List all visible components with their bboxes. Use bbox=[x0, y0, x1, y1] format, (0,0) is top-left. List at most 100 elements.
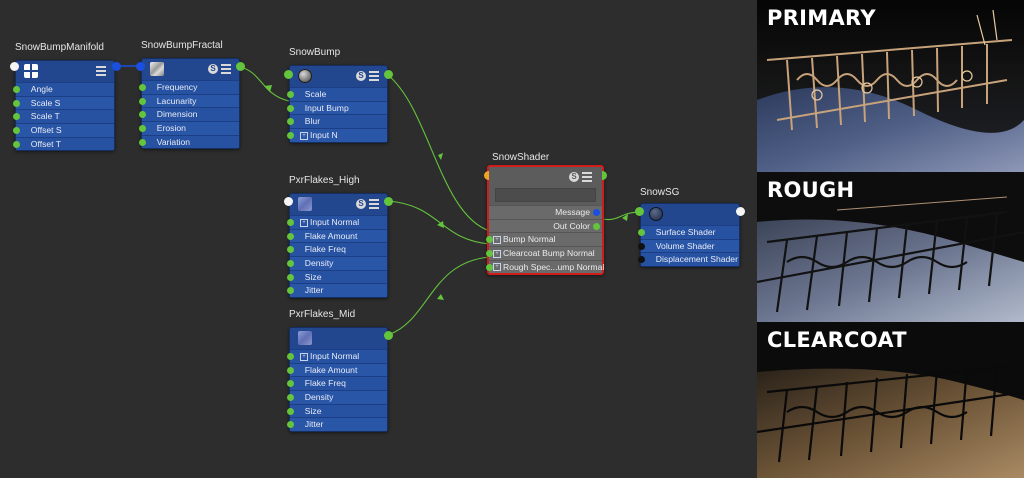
attr-row[interactable]: Flake Amount bbox=[287, 362, 387, 377]
attr-port[interactable] bbox=[287, 407, 294, 415]
attr-row[interactable]: +Clearcoat Bump Normal bbox=[486, 246, 602, 260]
node-snow-sg[interactable]: SnowSG Surface Shader Volume Shader Disp… bbox=[635, 187, 745, 268]
attr-row[interactable]: Size bbox=[287, 269, 387, 284]
attr-port[interactable] bbox=[287, 91, 294, 98]
attr-row[interactable]: Input Bump bbox=[287, 100, 387, 115]
attr-port[interactable] bbox=[287, 260, 294, 268]
input-port[interactable] bbox=[10, 62, 19, 71]
attr-port[interactable] bbox=[486, 263, 493, 271]
attr-row[interactable]: +Input N bbox=[287, 128, 387, 142]
list-icon[interactable] bbox=[221, 64, 231, 74]
list-icon[interactable] bbox=[369, 199, 379, 209]
attr-row[interactable]: Erosion bbox=[139, 121, 239, 135]
attr-row[interactable]: Size bbox=[287, 403, 387, 418]
attr-port[interactable] bbox=[287, 118, 294, 126]
output-port[interactable] bbox=[384, 331, 393, 340]
attr-port[interactable] bbox=[287, 380, 294, 388]
output-port[interactable] bbox=[112, 62, 121, 71]
output-port[interactable] bbox=[593, 222, 600, 230]
list-icon[interactable] bbox=[582, 172, 592, 182]
attr-port[interactable] bbox=[486, 250, 493, 258]
attr-row[interactable]: Displacement Shader bbox=[638, 252, 739, 267]
output-port[interactable] bbox=[598, 171, 607, 180]
s-badge-icon[interactable]: S bbox=[356, 199, 366, 209]
node-graph-canvas[interactable]: SnowBumpManifold Angle Scale S Scale T O… bbox=[0, 0, 757, 478]
s-badge-icon[interactable]: S bbox=[356, 71, 366, 81]
output-row[interactable]: Out Color bbox=[489, 218, 602, 233]
attr-port[interactable] bbox=[287, 219, 294, 226]
node-pxr-flakes-high[interactable]: PxrFlakes_High S +Input Normal Flake Amo… bbox=[284, 175, 393, 299]
attr-port[interactable] bbox=[139, 84, 146, 91]
output-port[interactable] bbox=[736, 207, 745, 216]
expand-icon[interactable]: + bbox=[493, 263, 501, 272]
attr-port[interactable] bbox=[139, 138, 146, 146]
attr-row[interactable]: +Bump Normal bbox=[486, 232, 602, 247]
output-port[interactable] bbox=[384, 70, 393, 79]
attr-row[interactable]: Dimension bbox=[139, 107, 239, 122]
list-icon[interactable] bbox=[96, 66, 106, 76]
expand-icon[interactable]: + bbox=[493, 236, 501, 245]
attr-row[interactable]: Angle bbox=[13, 82, 114, 96]
attr-row[interactable]: Blur bbox=[287, 114, 387, 129]
expand-icon[interactable]: + bbox=[493, 249, 501, 258]
node-snow-bump-fractal[interactable]: SnowBumpFractal S Frequency Lacunarity D… bbox=[136, 40, 245, 150]
attr-row[interactable]: +Rough Spec...ump Normal bbox=[486, 259, 604, 274]
expand-icon[interactable]: + bbox=[300, 131, 308, 140]
node-snow-bump-manifold[interactable]: SnowBumpManifold Angle Scale S Scale T O… bbox=[10, 42, 121, 152]
attr-row[interactable]: Offset T bbox=[13, 136, 114, 151]
attr-port[interactable] bbox=[139, 97, 146, 105]
output-port[interactable] bbox=[593, 209, 600, 216]
list-icon[interactable] bbox=[369, 71, 379, 81]
attr-port[interactable] bbox=[13, 140, 20, 148]
input-port[interactable] bbox=[136, 62, 145, 71]
attr-port[interactable] bbox=[638, 229, 645, 236]
attr-row[interactable]: +Input Normal bbox=[287, 215, 387, 229]
output-port[interactable] bbox=[384, 197, 393, 206]
expand-icon[interactable]: + bbox=[300, 352, 308, 361]
attr-row[interactable]: Jitter bbox=[287, 417, 387, 432]
attr-row[interactable]: Offset S bbox=[13, 123, 114, 137]
attr-port[interactable] bbox=[287, 232, 294, 240]
attr-row[interactable]: Scale bbox=[287, 87, 387, 101]
attr-row[interactable]: +Input Normal bbox=[287, 349, 387, 363]
output-port[interactable] bbox=[236, 62, 245, 71]
node-snow-bump[interactable]: SnowBump S Scale Input Bump Blur +Input … bbox=[284, 47, 393, 143]
attr-port[interactable] bbox=[287, 421, 294, 429]
attr-row[interactable]: Flake Amount bbox=[287, 228, 387, 243]
attr-port[interactable] bbox=[638, 242, 645, 250]
attr-row[interactable]: Scale S bbox=[13, 95, 114, 110]
input-port[interactable] bbox=[635, 207, 644, 216]
attr-row[interactable]: Variation bbox=[139, 134, 239, 149]
attr-port[interactable] bbox=[287, 273, 294, 281]
input-port[interactable] bbox=[484, 171, 493, 180]
attr-port[interactable] bbox=[287, 104, 294, 112]
attr-port[interactable] bbox=[287, 353, 294, 360]
attr-port[interactable] bbox=[139, 111, 146, 119]
attr-port[interactable] bbox=[638, 256, 645, 264]
attr-port[interactable] bbox=[13, 86, 20, 93]
attr-row[interactable]: Scale T bbox=[13, 109, 114, 124]
attr-port[interactable] bbox=[287, 132, 294, 140]
attr-row[interactable]: Jitter bbox=[287, 283, 387, 298]
node-snow-shader[interactable]: SnowShader S Message Out Color +Bump Nor… bbox=[484, 152, 607, 276]
s-badge-icon[interactable]: S bbox=[208, 64, 218, 74]
attr-row[interactable]: Frequency bbox=[139, 80, 239, 94]
attr-port[interactable] bbox=[139, 125, 146, 133]
attr-row[interactable]: Surface Shader bbox=[638, 225, 739, 239]
input-port[interactable] bbox=[284, 197, 293, 206]
attr-row[interactable]: Density bbox=[287, 390, 387, 404]
attr-row[interactable]: Flake Freq bbox=[287, 376, 387, 391]
attr-port[interactable] bbox=[287, 394, 294, 402]
node-pxr-flakes-mid[interactable]: PxrFlakes_Mid +Input Normal Flake Amount… bbox=[287, 309, 393, 433]
attr-port[interactable] bbox=[13, 113, 20, 121]
expand-icon[interactable]: + bbox=[300, 218, 308, 227]
output-row[interactable]: Message bbox=[489, 205, 602, 219]
attr-port[interactable] bbox=[287, 246, 294, 254]
input-port[interactable] bbox=[284, 70, 293, 79]
attr-port[interactable] bbox=[13, 99, 20, 107]
s-badge-icon[interactable]: S bbox=[569, 172, 579, 182]
attr-port[interactable] bbox=[287, 366, 294, 374]
attr-row[interactable]: Flake Freq bbox=[287, 242, 387, 257]
attr-row[interactable]: Lacunarity bbox=[139, 93, 239, 108]
attr-row[interactable]: Density bbox=[287, 256, 387, 270]
